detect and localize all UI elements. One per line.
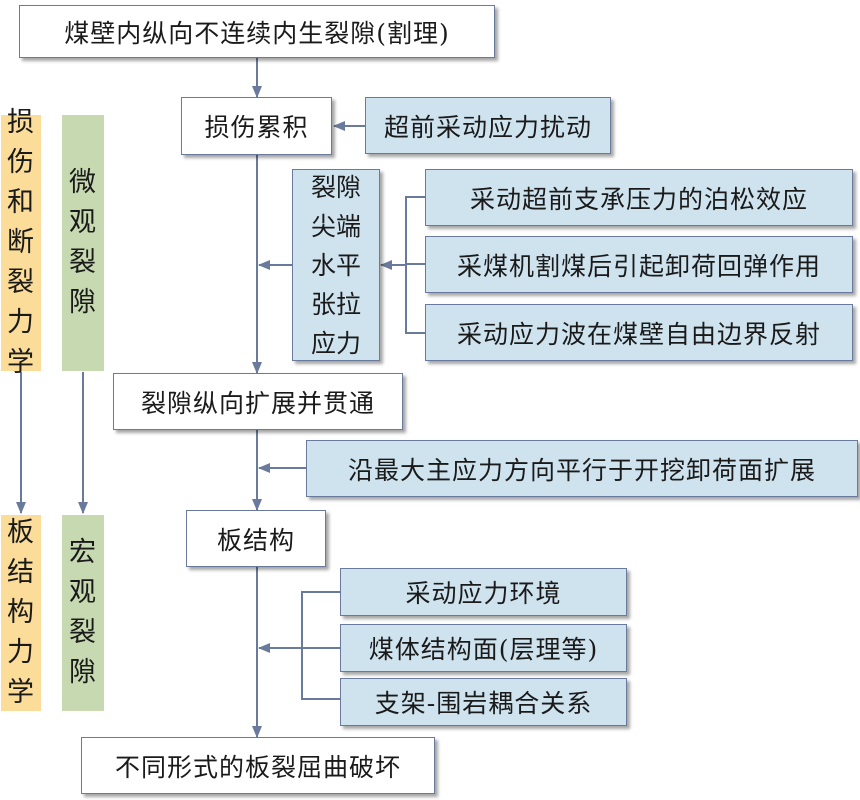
node-buckling-failure: 不同形式的板裂屈曲破坏	[81, 737, 435, 794]
side-char: 隙	[69, 657, 97, 688]
factor-tip-cause: 采动超前支承压力的泊松效应	[425, 169, 853, 226]
side-char: 学	[7, 677, 35, 708]
side-char: 隙	[69, 287, 97, 318]
tip-stress-line: 尖端	[310, 211, 361, 241]
side-char: 断	[7, 227, 35, 258]
tip-stress-line: 裂隙	[310, 172, 361, 202]
factor-advance-disturbance: 超前采动应力扰动	[365, 97, 611, 154]
tip-stress-line: 水平	[310, 250, 361, 280]
side-char: 裂	[69, 617, 97, 648]
bracket-plate-causes	[301, 591, 340, 700]
side-char: 微	[69, 167, 97, 198]
side-char: 裂	[7, 267, 35, 298]
side-char: 结	[7, 557, 35, 588]
side-char: 观	[69, 577, 97, 608]
side-char: 学	[7, 347, 35, 378]
factor-plate-cause: 支架-围岩耦合关系	[340, 678, 627, 726]
node-plate-structure: 板结构	[186, 510, 326, 567]
side-char: 损	[7, 107, 35, 138]
tip-stress-line: 张拉	[310, 289, 361, 319]
side-char: 板	[7, 517, 35, 548]
side-micro-cracks: 微 观 裂 隙	[62, 115, 104, 371]
side-damage-fracture-mechanics: 损 伤 和 断 裂 力 学	[1, 107, 41, 378]
side-char: 伤	[7, 147, 35, 178]
node-damage-accumulation: 损伤累积	[181, 97, 332, 155]
side-char: 裂	[69, 247, 97, 278]
factor-plate-cause: 采动应力环境	[340, 568, 627, 616]
side-char: 力	[7, 307, 35, 338]
tip-stress-line: 应力	[310, 328, 361, 358]
side-char: 力	[7, 637, 35, 668]
node-tip-tensile-stress: 裂隙 尖端 水平 张拉 应力	[292, 169, 380, 361]
side-char: 构	[7, 597, 35, 628]
factor-plate-cause: 煤体结构面(层理等)	[340, 624, 627, 672]
side-plate-structure-mechanics: 板 结 构 力 学	[1, 515, 41, 711]
factor-tip-cause: 采动应力波在煤壁自由边界反射	[425, 304, 853, 361]
node-crack-propagation: 裂隙纵向扩展并贯通	[113, 373, 403, 430]
side-char: 观	[69, 207, 97, 238]
side-char: 宏	[69, 537, 97, 568]
node-inherent-cracks: 煤壁内纵向不连续内生裂隙(割理)	[19, 5, 495, 58]
side-macro-cracks: 宏 观 裂 隙	[62, 515, 104, 711]
side-char: 和	[7, 187, 35, 218]
factor-extension-direction: 沿最大主应力方向平行于开挖卸荷面扩展	[306, 440, 858, 497]
factor-tip-cause: 采煤机割煤后引起卸荷回弹作用	[425, 236, 853, 293]
